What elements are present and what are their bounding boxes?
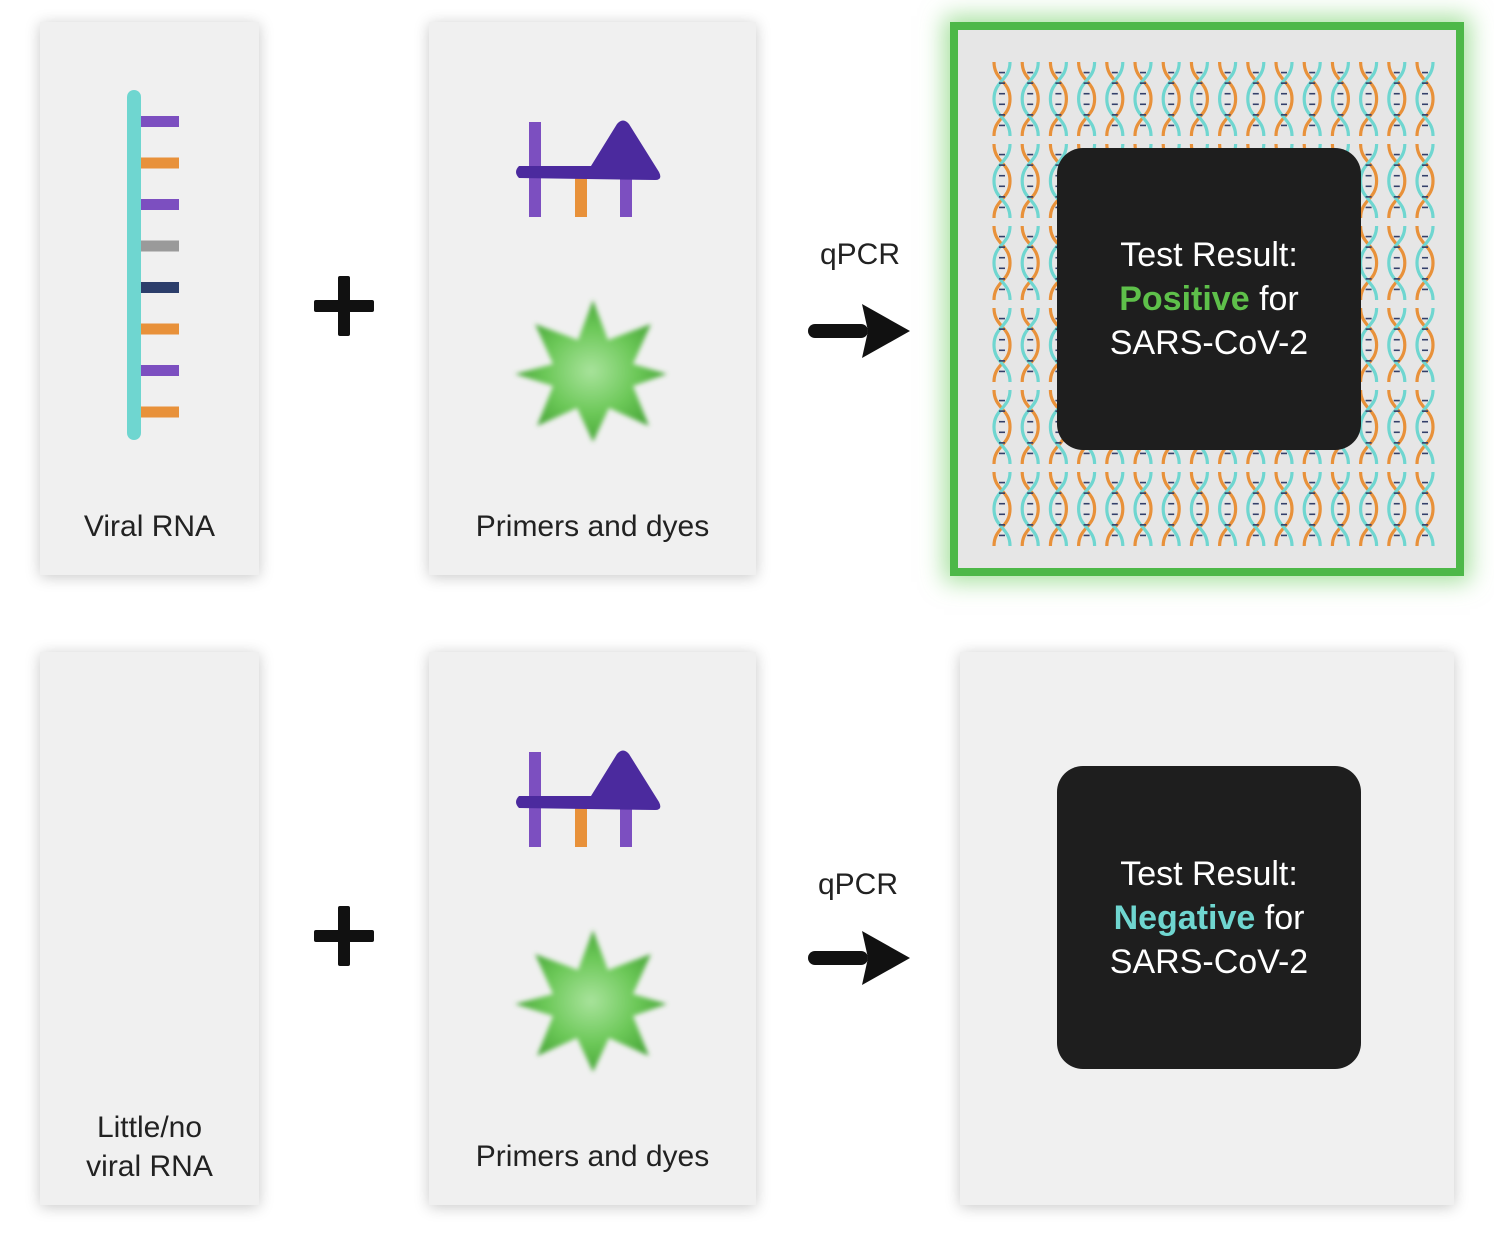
rna-base <box>141 406 179 418</box>
dna-helix <box>1076 471 1097 547</box>
dna-helix <box>1415 143 1435 219</box>
rna-base <box>141 199 179 210</box>
rna-base <box>141 240 179 252</box>
little-rna-label-2: viral RNA <box>86 1150 213 1183</box>
little-rna-label-1: Little/no <box>96 1111 203 1144</box>
right-arrow-icon <box>808 931 910 985</box>
dna-helix <box>1387 143 1407 219</box>
dna-helix <box>1415 389 1435 465</box>
dna-helix <box>1189 471 1210 547</box>
dna-helix <box>1358 143 1379 219</box>
dna-helix <box>1161 61 1181 137</box>
result-virus: SARS-CoV-2 <box>1109 324 1309 362</box>
positive-result-box: Test Result: Positive for SARS-CoV-2 <box>1057 148 1361 450</box>
dna-helix <box>992 225 1012 301</box>
dna-helix <box>1048 471 1069 547</box>
dna-helix <box>1189 61 1210 137</box>
positive-result-card: Test Result: Positive for SARS-CoV-2 <box>950 22 1464 576</box>
dna-helix <box>1387 471 1407 547</box>
dna-helix <box>1415 471 1435 547</box>
dna-helix <box>1020 471 1040 547</box>
dna-helix <box>1217 471 1238 547</box>
dna-helix <box>1302 61 1322 137</box>
positive-word: Positive <box>1119 280 1250 318</box>
dna-helix <box>1330 471 1351 547</box>
dna-helix <box>1274 471 1294 547</box>
dna-helix <box>1105 61 1125 137</box>
qpcr-label: qPCR <box>819 238 901 271</box>
dna-helix <box>1358 225 1379 301</box>
dna-helix <box>1302 471 1322 547</box>
dna-helix <box>1415 307 1435 383</box>
dna-helix <box>1217 61 1238 137</box>
green-dye-icon <box>515 300 667 442</box>
dna-helix <box>1415 225 1435 301</box>
result-title: Test Result: <box>1120 854 1298 893</box>
dna-helix <box>1246 471 1266 547</box>
dna-helix <box>1387 61 1407 137</box>
dna-helix <box>1161 471 1181 547</box>
primer-icon <box>516 120 661 217</box>
dna-helix <box>1274 61 1294 137</box>
negative-result-card: Test Result: Negative for SARS-CoV-2 <box>960 652 1454 1205</box>
dna-helix <box>992 471 1012 547</box>
primers-dyes-card: Primers and dyes <box>429 652 756 1205</box>
dna-helix <box>1358 307 1379 383</box>
rna-base <box>141 157 179 169</box>
rna-base <box>141 116 179 127</box>
viral-rna-card: Viral RNA <box>40 22 259 575</box>
dna-helix <box>992 389 1012 465</box>
dna-helix <box>1020 61 1040 137</box>
dna-helix <box>1048 61 1069 137</box>
dna-helix <box>1358 61 1379 137</box>
dna-helix <box>1387 307 1407 383</box>
rna-strand-icon <box>127 90 179 440</box>
primers-dyes-label: Primers and dyes <box>475 1140 710 1173</box>
plus-icon <box>314 906 374 966</box>
dna-helix <box>1330 61 1351 137</box>
primers-dyes-card: Primers and dyes <box>429 22 756 575</box>
dna-helix <box>992 307 1012 383</box>
negative-result-box: Test Result: Negative for SARS-CoV-2 <box>1057 766 1361 1069</box>
little-rna-card: Little/no viral RNA <box>40 652 259 1205</box>
dna-helix <box>1133 61 1153 137</box>
rna-base <box>141 365 179 376</box>
dna-helix <box>1076 61 1097 137</box>
result-for: for <box>1249 280 1299 318</box>
viral-rna-label: Viral RNA <box>83 510 216 543</box>
rna-base <box>141 323 179 335</box>
dna-helix <box>1133 471 1153 547</box>
dna-helix <box>1020 143 1040 219</box>
primers-dyes-label: Primers and dyes <box>475 510 710 543</box>
dna-helix <box>1387 225 1407 301</box>
dna-helix <box>1020 307 1040 383</box>
right-arrow-icon <box>808 304 910 358</box>
dna-helix <box>1358 471 1379 547</box>
dna-helix <box>1387 389 1407 465</box>
dna-helix <box>1105 471 1125 547</box>
plus-icon <box>314 276 374 336</box>
dna-helix <box>1358 389 1379 465</box>
dna-helix <box>1415 61 1435 137</box>
primer-icon <box>516 750 661 847</box>
result-status-line: Negative for <box>1114 896 1305 940</box>
qpcr-label: qPCR <box>817 868 899 901</box>
dna-helix <box>1020 389 1040 465</box>
result-status-line: Positive for <box>1119 277 1299 321</box>
negative-word: Negative <box>1113 898 1256 937</box>
green-dye-icon <box>515 930 667 1072</box>
result-virus: SARS-CoV-2 <box>1109 942 1309 981</box>
result-title: Test Result: <box>1120 236 1298 274</box>
rna-base <box>141 282 179 293</box>
dna-helix <box>1020 225 1040 301</box>
dna-helix <box>992 143 1012 219</box>
dna-helix <box>1246 61 1266 137</box>
dna-helix <box>992 61 1012 137</box>
result-for: for <box>1255 898 1305 937</box>
